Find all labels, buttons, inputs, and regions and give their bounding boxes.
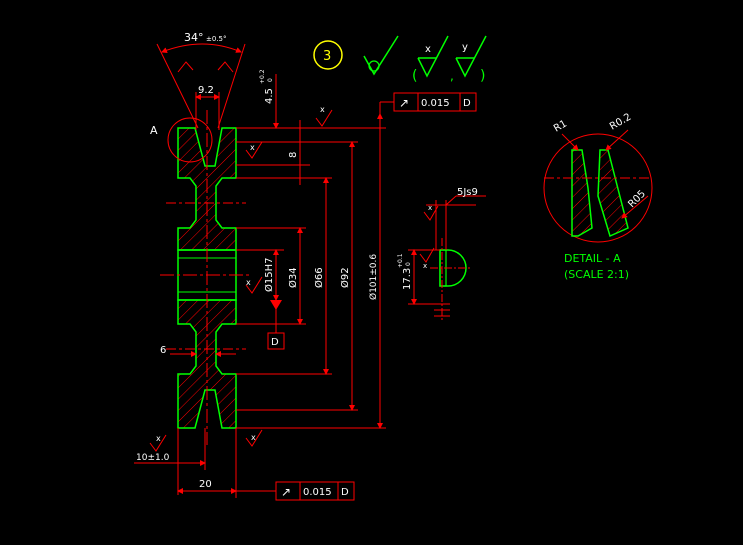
detail-a-view: R1 R0.2 R05 DETAIL - A (SCALE 2:1) [543,112,653,281]
offset-value: 10±1.0 [136,453,170,463]
keyway-depth-tol-lower: 0 [405,262,412,266]
bore-diameter-dimension: Ø15H7 D [236,249,285,350]
detail-scale: (SCALE 2:1) [564,268,629,281]
svg-text:): ) [480,68,485,84]
roughness-symbol-5: x [149,434,167,452]
svg-text:x: x [428,204,432,212]
rim-thickness-dimension: 8 [236,120,310,185]
finish-symbol-x: x [425,44,431,55]
bore-diameter-value: Ø15H7 [263,258,275,292]
groove-width-value: 9.2 [198,85,214,96]
detail-a-boundary [543,133,653,243]
general-surface-finish: 3 ( x , y ) [313,35,487,84]
svg-text:x: x [251,433,256,442]
web-thickness-dimension: 6 [160,345,236,357]
d66-value: Ø66 [313,267,325,288]
process-number: 3 [323,49,331,64]
offset-dimension: 10±1.0 [134,428,206,495]
roughness-symbol-2: x [245,141,263,159]
detail-radius-r05: R05 [626,188,648,210]
d92-dimension: Ø92 [236,141,358,411]
roughness-symbol-4: x [245,429,263,447]
d92-value: Ø92 [339,267,351,288]
svg-text:x: x [246,278,251,287]
svg-text:x: x [156,434,161,443]
svg-text:x: x [320,105,325,114]
detail-title: DETAIL - A [564,252,621,265]
d101-value: Ø101±0.6 [368,254,379,300]
runout-frame-top: ↗ 0.015 D [393,92,477,112]
keyway-depth-value: 17.3 [402,268,413,290]
datum-d-label-bore: D [271,337,279,348]
d34-value: Ø34 [287,267,299,288]
hub-width-dimension: 20 [177,428,276,498]
groove-depth-tol-upper: +0.2 [259,69,266,84]
hub-width-value: 20 [199,479,212,490]
groove-depth-tol-lower: 0 [267,78,274,82]
datum-d-box-bore [267,332,285,350]
runout-top-value: 0.015 [421,98,450,109]
finish-symbol-y: y [462,42,468,53]
d66-dimension: Ø66 [236,177,332,375]
svg-text:,: , [450,69,454,83]
d34-dimension: Ø34 [236,227,306,325]
pulley-section-view: A [150,110,250,445]
keyway-width-value: 5Js9 [457,187,478,198]
groove-width-dimension: 9.2 [195,85,220,130]
detail-a-profile [571,149,593,237]
runout-bottom-symbol: ↗ [281,485,291,499]
keyway-hub-profile [439,249,467,287]
keyway-depth-tol-upper: +0.1 [397,253,404,268]
roughness-symbol-3: x [245,276,263,294]
groove-depth-value: 4.5 [264,88,275,104]
runout-bottom-datum: D [341,487,349,498]
detail-radius-r1: R1 [552,118,569,134]
keyway-view: 5Js9 17.3 +0.1 0 x x [397,187,486,320]
svg-text:x: x [250,143,255,152]
runout-top-datum: D [463,98,471,109]
svg-text:x: x [423,262,427,270]
d101-dimension: Ø101±0.6 [236,101,394,429]
svg-text:(: ( [412,68,417,84]
angle-tolerance: ±0.5° [206,35,227,43]
groove-depth-dimension: 4.5 +0.2 0 [236,69,290,129]
web-thickness-value: 6 [160,345,166,356]
angle-value: 34° [184,31,204,44]
runout-frame-bottom: ↗ 0.015 D [275,481,355,501]
rim-thickness-value: 8 [288,152,299,158]
roughness-symbol-1: x [315,105,333,127]
runout-top-symbol: ↗ [399,96,409,110]
groove-angle-dimension: 34° ±0.5° [156,31,246,129]
detail-a-marker: A [150,124,158,137]
detail-a-circle [167,117,213,163]
process-number-circle [313,40,343,70]
detail-radius-r02: R0.2 [608,112,633,133]
runout-bottom-value: 0.015 [303,487,332,498]
